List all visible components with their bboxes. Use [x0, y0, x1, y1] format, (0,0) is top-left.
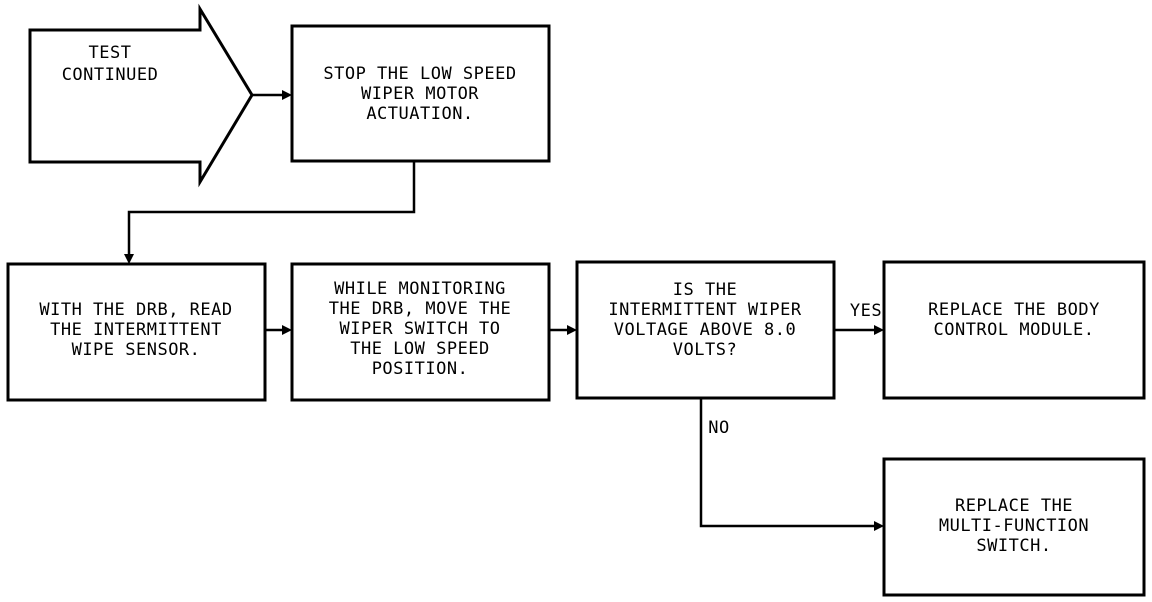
start-label-line-2: CONTINUED: [62, 65, 159, 85]
edge-yes-to-replace-bcm: YES: [834, 301, 884, 335]
read-sensor-line-3: WIPE SENSOR.: [72, 340, 201, 360]
voltage-check-line-2: INTERMITTENT WIPER: [608, 300, 801, 320]
start-label-line-1: TEST: [89, 43, 132, 63]
replace-bcm-line-2: CONTROL MODULE.: [933, 320, 1094, 340]
replace-bcm-line-1: REPLACE THE BODY: [928, 300, 1100, 320]
node-voltage-check: IS THE INTERMITTENT WIPER VOLTAGE ABOVE …: [575, 260, 836, 400]
node-stop-motor: STOP THE LOW SPEED WIPER MOTOR ACTUATION…: [290, 24, 551, 163]
stop-motor-line-1: STOP THE LOW SPEED: [323, 64, 516, 84]
move-switch-line-3: WIPER SWITCH TO: [339, 319, 500, 339]
move-switch-line-4: THE LOW SPEED: [350, 339, 490, 359]
edge-no-to-replace-mfs: NO: [699, 398, 884, 531]
replace-mfs-line-1: REPLACE THE: [955, 496, 1073, 516]
node-replace-mfs: REPLACE THE MULTI-FUNCTION SWITCH.: [882, 457, 1146, 597]
stop-motor-line-2: WIPER MOTOR: [361, 84, 479, 104]
move-switch-line-5: POSITION.: [372, 359, 469, 379]
edge-read-sensor-to-move-switch: [265, 325, 292, 335]
replace-mfs-line-3: SWITCH.: [976, 536, 1051, 556]
read-sensor-line-1: WITH THE DRB, READ: [39, 300, 232, 320]
voltage-check-line-3: VOLTAGE ABOVE 8.0: [614, 320, 797, 340]
replace-mfs-line-2: MULTI-FUNCTION: [939, 516, 1089, 536]
edge-stop-motor-to-read-sensor: [124, 161, 416, 264]
edge-start-to-stop-motor: [252, 90, 292, 100]
voltage-check-line-4: VOLTS?: [673, 340, 737, 360]
edge-no-label: NO: [708, 418, 729, 438]
stop-motor-line-3: ACTUATION.: [366, 104, 473, 124]
node-read-sensor: WITH THE DRB, READ THE INTERMITTENT WIPE…: [6, 262, 267, 402]
edge-yes-label: YES: [850, 301, 882, 321]
move-switch-line-2: THE DRB, MOVE THE: [329, 299, 512, 319]
voltage-check-line-1: IS THE: [673, 280, 737, 300]
edge-move-switch-to-voltage-check: [549, 325, 577, 335]
node-move-switch: WHILE MONITORING THE DRB, MOVE THE WIPER…: [290, 262, 551, 402]
move-switch-line-1: WHILE MONITORING: [334, 279, 506, 299]
read-sensor-line-2: THE INTERMITTENT: [50, 320, 222, 340]
start-arrow: TEST CONTINUED: [28, 3, 254, 188]
node-replace-bcm: REPLACE THE BODY CONTROL MODULE.: [882, 260, 1146, 400]
